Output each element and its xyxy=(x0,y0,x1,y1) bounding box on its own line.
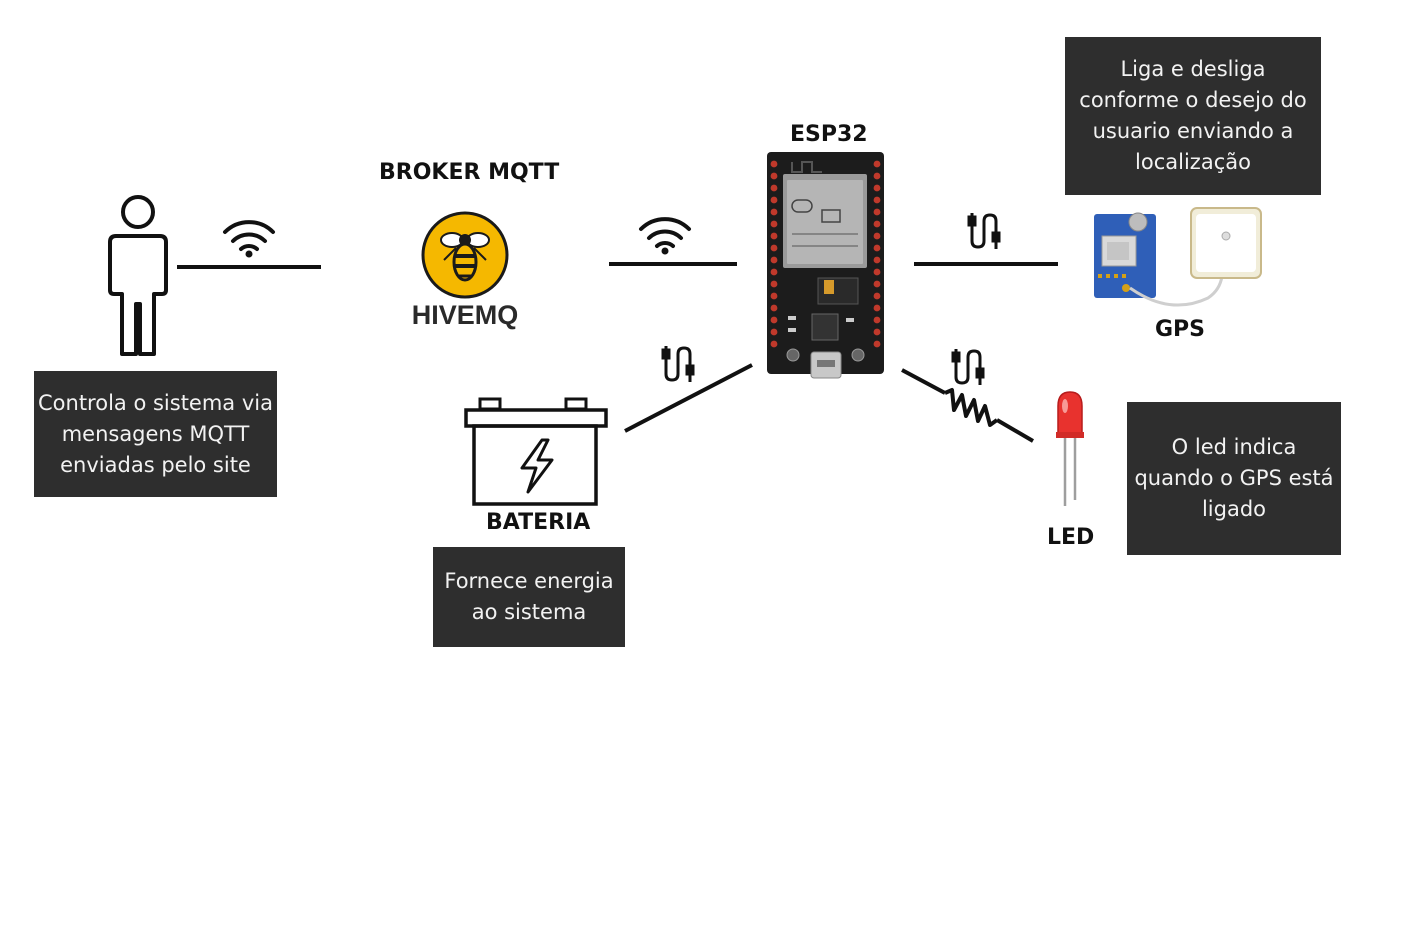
resistor-icon xyxy=(944,388,999,427)
wifi-icon xyxy=(223,220,275,258)
red-led xyxy=(1056,391,1084,506)
gps-note: Liga e desliga conforme o desejo do usua… xyxy=(1065,37,1321,195)
cable-icon xyxy=(951,349,985,385)
cable-icon xyxy=(967,213,1001,249)
esp32-board xyxy=(767,152,884,379)
wifi-icon xyxy=(639,217,691,255)
led-note: O led indica quando o GPS está ligado xyxy=(1127,402,1341,555)
person-outline-icon xyxy=(108,195,168,356)
battery-icon xyxy=(464,397,608,506)
broker-label: BROKER MQTT xyxy=(379,160,560,185)
gps-label: GPS xyxy=(1155,317,1206,342)
battery-to-esp32-line xyxy=(624,363,753,433)
hivemq-bee-logo: HIVEMQ xyxy=(412,211,519,330)
esp32-label: ESP32 xyxy=(790,122,868,147)
resistor-to-led-line xyxy=(995,418,1035,443)
bateria-label: BATERIA xyxy=(486,510,591,535)
cable-icon xyxy=(661,346,695,382)
gps-module xyxy=(1094,207,1262,307)
hivemq-logo-text: HIVEMQ xyxy=(412,300,519,330)
user-note: Controla o sistema via mensagens MQTT en… xyxy=(34,371,277,497)
battery-note: Fornece energia ao sistema xyxy=(433,547,625,647)
esp32-to-resistor-line xyxy=(901,368,946,395)
led-label: LED xyxy=(1047,525,1095,550)
